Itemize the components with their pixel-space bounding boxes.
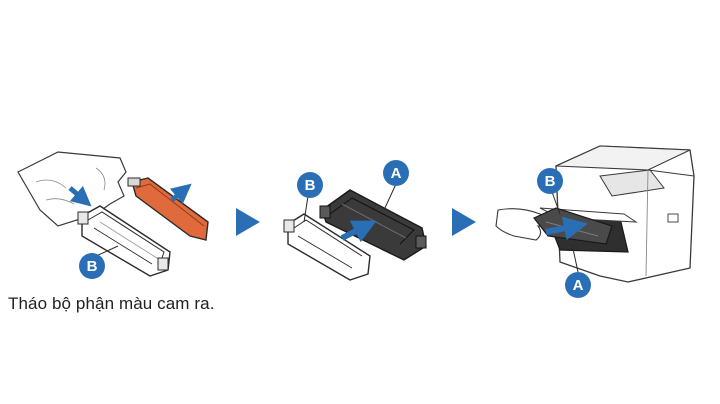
direction-arrow-icon (340, 220, 377, 243)
label-b: B (87, 258, 98, 275)
direction-arrow-icon (68, 185, 92, 207)
toner-cartridge (283, 213, 371, 281)
direction-arrow-icon (169, 183, 192, 205)
step-1-illustration: B (17, 151, 209, 279)
label-b: B (545, 173, 556, 190)
step-2-illustration: A B (283, 160, 427, 281)
toner-cartridge (77, 205, 171, 277)
step-3-illustration: B A (495, 145, 695, 298)
label-badge: A (383, 160, 409, 186)
step-arrow-icon (452, 208, 476, 236)
label-a: A (573, 277, 584, 294)
label-badge: B (537, 168, 563, 194)
label-badge: B (297, 172, 323, 198)
label-a: A (391, 165, 402, 182)
step-arrow-icon (236, 208, 260, 236)
direction-arrow-icon (545, 216, 588, 241)
label-badge: A (565, 272, 591, 298)
label-b: B (305, 177, 316, 194)
orange-protective-part (127, 177, 209, 241)
label-badge: B (79, 253, 105, 279)
instruction-caption: Tháo bộ phận màu cam ra. (8, 294, 215, 313)
